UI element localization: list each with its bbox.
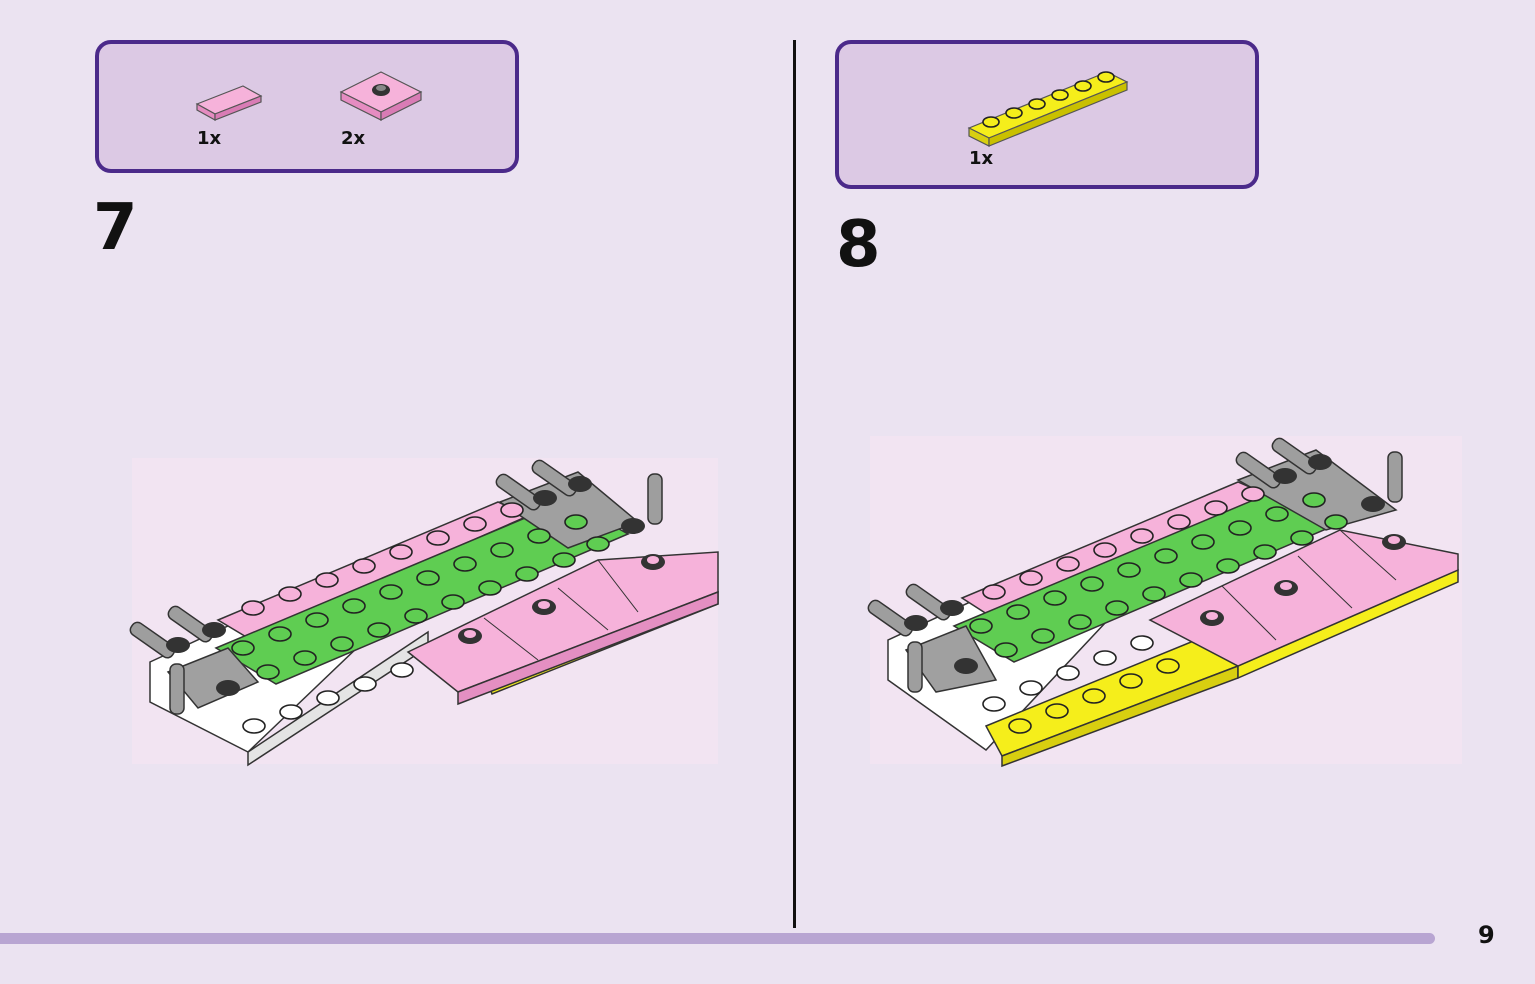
assembly-model-step-8 (867, 436, 1462, 768)
part-quantity: 1x (197, 128, 222, 149)
pink-plate-2x2-jumper-icon (339, 71, 423, 121)
part-quantity: 1x (969, 148, 994, 169)
pink-tile-1x2-icon (195, 85, 263, 122)
part-quantity: 2x (341, 128, 366, 149)
yellow-plate-1x6-icon (967, 71, 1129, 147)
page-number: 9 (1478, 921, 1495, 949)
assembly-model-step-7 (129, 458, 719, 767)
step-number: 7 (93, 191, 138, 265)
parts-box-step-7: 1x 2x (95, 40, 519, 173)
parts-box-step-8: 1x (835, 40, 1259, 189)
page-divider (793, 40, 796, 928)
page-progress-bar (0, 933, 1435, 944)
step-number: 8 (836, 208, 881, 282)
